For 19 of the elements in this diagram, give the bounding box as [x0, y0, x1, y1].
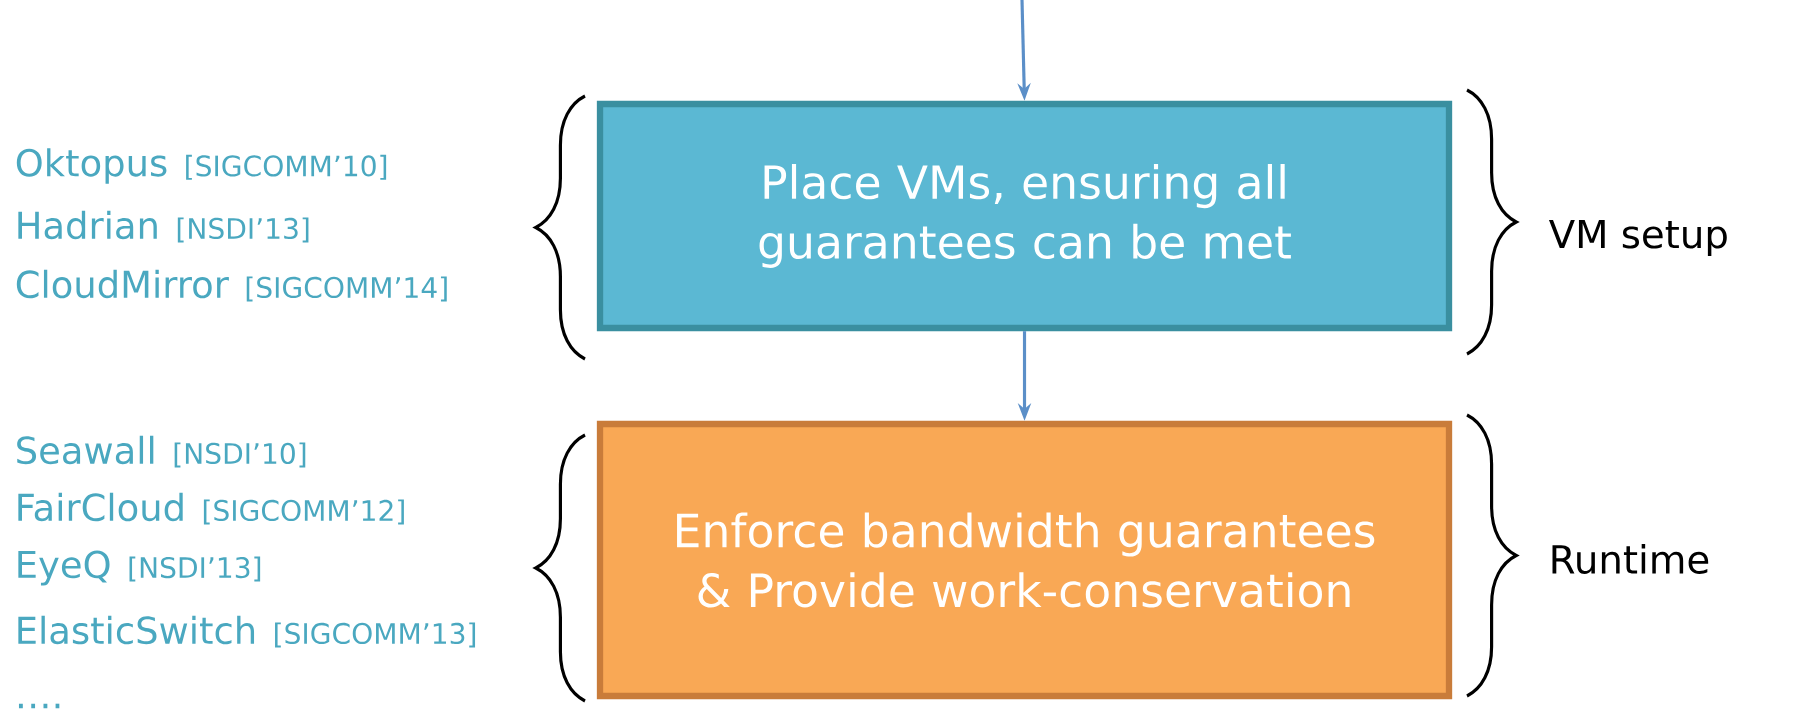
venue-label: [SIGCOMM’13] — [275, 622, 476, 648]
venue-label: [NSDI’10] — [174, 442, 306, 468]
phase-label: Runtime — [1552, 544, 1709, 574]
system-name: Oktopus — [16, 148, 167, 184]
phase-label: VM setup — [1549, 219, 1727, 257]
venue-label: [SIGCOMM’10] — [186, 154, 387, 180]
venue-label: [NSDI’13] — [177, 217, 309, 243]
process-box: Enforce bandwidth guarantees & Provide work-conservation — [596, 420, 1453, 700]
system-name: ElasticSwitch — [18, 615, 255, 645]
venue-label: [NSDI’13] — [129, 556, 261, 582]
system-name: Seawall — [17, 435, 154, 465]
system-name: CloudMirror — [16, 269, 229, 299]
venue-label: [SIGCOMM’14] — [246, 276, 447, 302]
system-name: …. — [18, 703, 60, 709]
system-name: FairCloud — [18, 492, 183, 522]
system-name: Hadrian — [18, 210, 157, 240]
process-box: Place VMs, ensuring all guarantees can be met — [596, 100, 1453, 332]
system-name: EyeQ — [18, 550, 110, 586]
venue-label: [SIGCOMM’12] — [203, 499, 404, 525]
